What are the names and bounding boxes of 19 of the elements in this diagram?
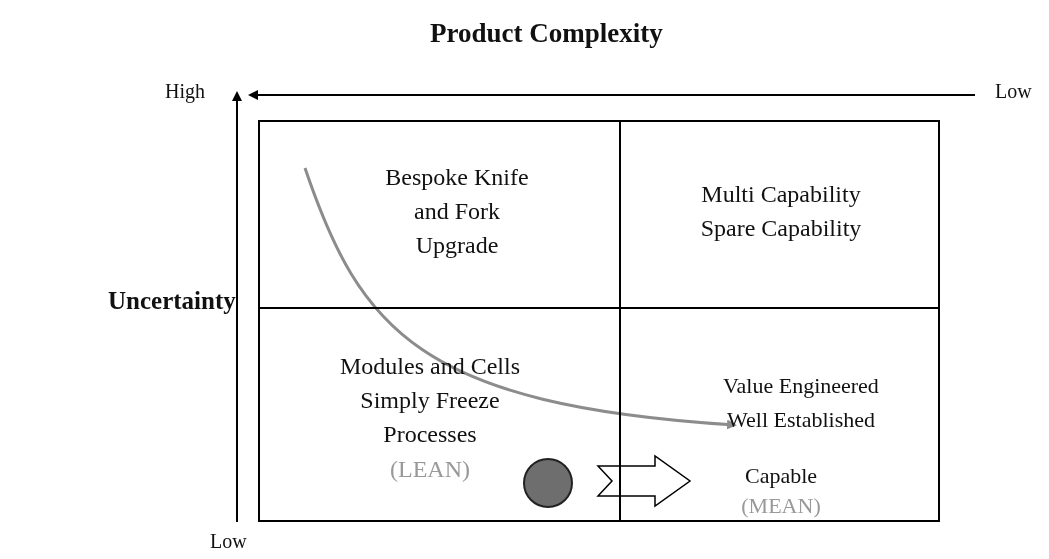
- axis-title: Product Complexity: [430, 18, 663, 49]
- axis-label: High: [165, 80, 205, 103]
- axis-title: Uncertainty: [108, 287, 236, 315]
- curved-arrow: [303, 167, 737, 430]
- quadrant-text: Value Engineered Well Established: [722, 372, 880, 434]
- circle-marker: [523, 458, 573, 508]
- block-arrow: [596, 454, 692, 508]
- axis-label: Low: [210, 530, 247, 553]
- quadrant-text: (LEAN): [389, 455, 471, 484]
- matrix-quadrant: [258, 308, 620, 522]
- quadrant-text: Bespoke Knife and Fork Upgrade: [384, 163, 530, 260]
- quadrant-text: Capable: [743, 462, 819, 490]
- matrix-quadrant: [620, 308, 940, 522]
- matrix-quadrant: [258, 120, 620, 308]
- quadrant-text: (MEAN): [740, 492, 822, 520]
- matrix-quadrant: [620, 120, 940, 308]
- quadrant-text: Multi Capability Spare Capability: [699, 180, 863, 243]
- quadrant-text: Modules and Cells Simply Freeze Processes: [339, 352, 521, 449]
- axis-label: Low: [995, 80, 1032, 103]
